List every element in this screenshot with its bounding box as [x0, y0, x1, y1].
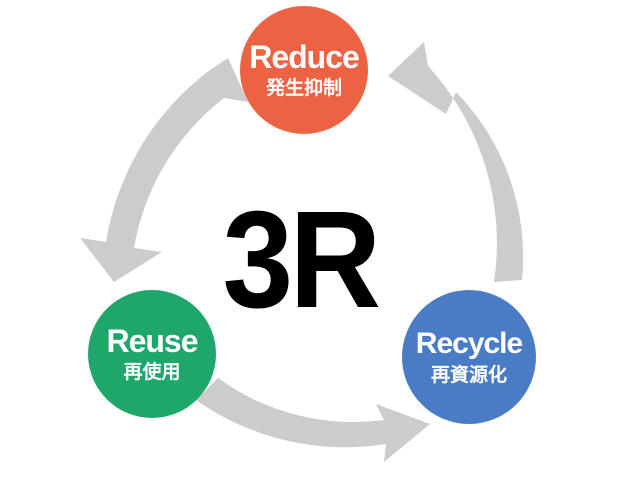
recycle-jp-label: 再資源化 — [430, 364, 507, 386]
arrow-reduce-to-reuse — [80, 58, 248, 282]
reduce-label: Reduce — [249, 39, 360, 75]
recycle-label: Recycle — [415, 327, 523, 360]
reduce-jp-label: 発生抑制 — [265, 77, 342, 99]
reuse-jp-label: 再使用 — [123, 361, 181, 383]
reuse-node: Reuse 再使用 — [88, 290, 216, 418]
center-title: 3R — [222, 183, 382, 337]
arrow-reuse-to-recycle — [196, 378, 430, 462]
arrow-recycle-to-reduce — [388, 42, 524, 282]
reduce-node: Reduce 発生抑制 — [240, 6, 368, 134]
reuse-label: Reuse — [106, 323, 198, 359]
recycle-node: Recycle 再資源化 — [402, 290, 536, 424]
